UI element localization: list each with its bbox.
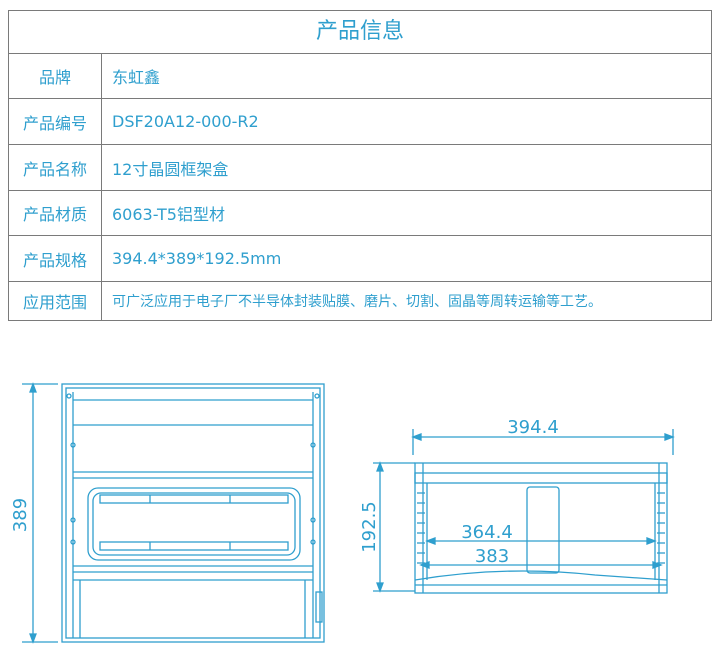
product-info-table: 产品信息 品牌 东虹鑫 产品编号 DSF20A12-000-R2 产品名称 12… <box>8 10 712 321</box>
side-width-dimension: 394.4 <box>507 417 559 438</box>
table-row-application: 应用范围 可广泛应用于电子厂不半导体封装贴膜、磨片、切割、固晶等周转运输等工艺。 <box>9 282 711 320</box>
table-row-spec: 产品规格 394.4*389*192.5mm <box>9 236 711 282</box>
row-value: 394.4*389*192.5mm <box>112 249 282 268</box>
table-row-brand: 品牌 东虹鑫 <box>9 54 711 99</box>
front-height-dimension: 389 <box>10 498 31 532</box>
row-value: 12寸晶圆框架盒 <box>112 159 229 179</box>
row-label: 产品编号 <box>9 99 102 144</box>
row-label: 产品规格 <box>9 236 102 281</box>
table-row-material: 产品材质 6063-T5铝型材 <box>9 191 711 236</box>
table-row-product-code: 产品编号 DSF20A12-000-R2 <box>9 99 711 145</box>
inner-width-dimension: 364.4 <box>461 522 513 543</box>
row-label: 产品名称 <box>9 145 102 190</box>
row-value: 东虹鑫 <box>112 68 161 87</box>
row-label: 产品材质 <box>9 191 102 235</box>
table-title: 产品信息 <box>9 11 711 54</box>
row-label: 应用范围 <box>9 282 102 320</box>
row-label: 品牌 <box>9 54 102 98</box>
side-height-dimension: 192.5 <box>359 501 380 553</box>
table-row-product-name: 产品名称 12寸晶圆框架盒 <box>9 145 711 191</box>
row-value: 可广泛应用于电子厂不半导体封装贴膜、磨片、切割、固晶等周转运输等工艺。 <box>112 294 602 310</box>
side-view-drawing: 394.4 192.5 364.4 383 <box>359 417 675 594</box>
row-value: 6063-T5铝型材 <box>112 205 225 224</box>
row-value: DSF20A12-000-R2 <box>112 112 259 131</box>
front-view-drawing: 389 <box>10 382 325 644</box>
outer-width-dimension: 383 <box>475 546 509 567</box>
